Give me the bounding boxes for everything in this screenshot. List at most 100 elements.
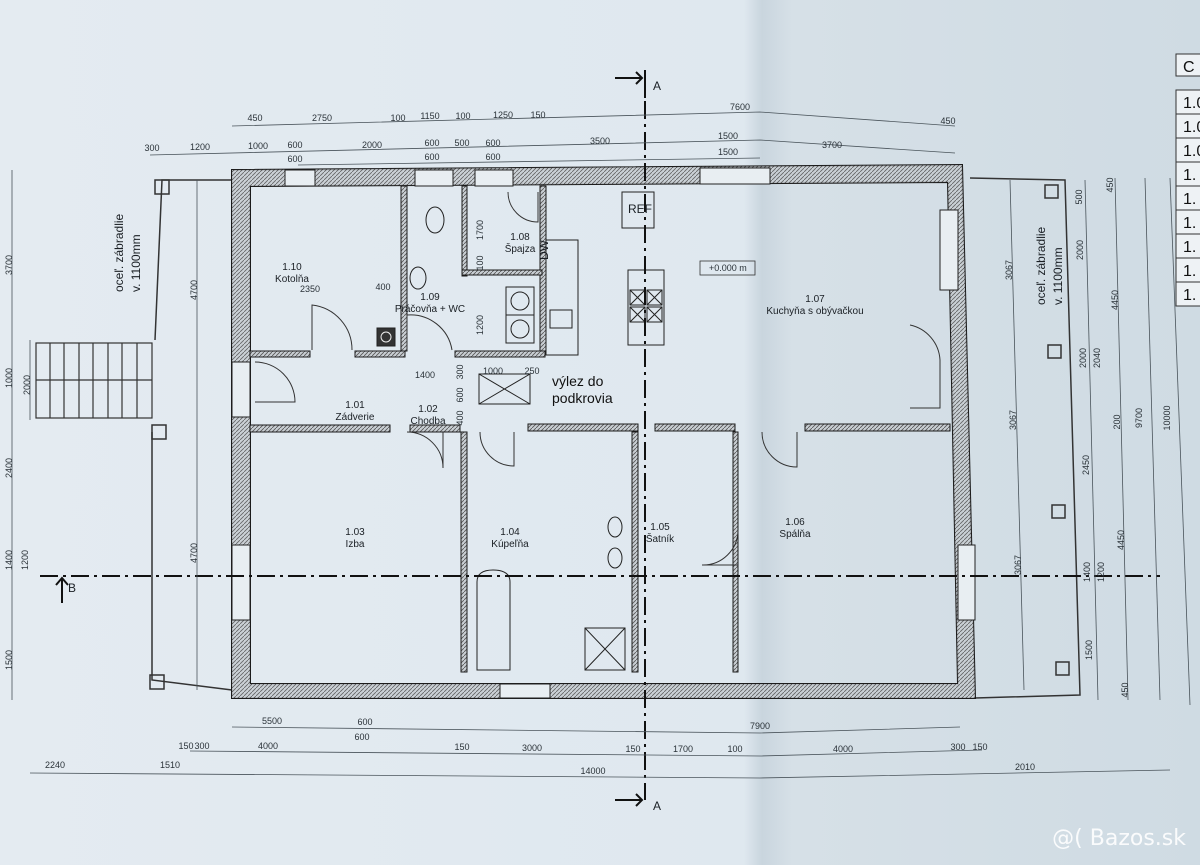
left-terrace (149, 179, 233, 691)
dimension-label-top: 600 (424, 152, 439, 162)
dimension-label-bottom: 150 (178, 741, 193, 751)
room-name: Kúpeľňa (491, 539, 529, 550)
dimension-label-right: 1200 (1096, 562, 1106, 582)
section-a-bottom: A (653, 799, 661, 813)
dimension-label-bottom: 300 (194, 741, 209, 751)
dimension-label-interior: 1000 (483, 366, 503, 376)
legend-cell (1175, 257, 1200, 283)
dimension-label-top: 500 (454, 138, 469, 148)
dimension-label-left: 4700 (189, 543, 199, 563)
legend-cell-text: C (1183, 59, 1195, 76)
dimension-label-left: 1200 (20, 550, 30, 570)
refrigerator-label: REF (628, 202, 652, 216)
dimension-label-bottom: 14000 (580, 766, 605, 776)
dimension-label-interior: 600 (455, 387, 465, 402)
dimension-label-interior: 300 (455, 364, 465, 379)
railing-label-right-2: v. 1100mm (1051, 247, 1065, 305)
room-number: 1.09 (420, 292, 440, 303)
room-number: 1.10 (282, 262, 302, 273)
dimension-label-bottom: 150 (454, 742, 469, 752)
room-name: Špajza (505, 242, 536, 255)
dimension-label-bottom: 150 (972, 742, 987, 752)
kitchen-counter (545, 239, 579, 356)
dishwasher-label: DW (537, 239, 551, 260)
level-label: +0.000 m (709, 263, 747, 273)
dimension-label-top: 1500 (718, 147, 738, 157)
toilet-icon (425, 206, 445, 234)
double-sink-icon (607, 516, 623, 538)
attic-access-label: výlez do (552, 373, 604, 389)
legend-cell-text: 1. (1183, 191, 1196, 208)
dimension-label-bottom: 150 (625, 744, 640, 754)
dimension-label-interior: 1200 (475, 315, 485, 335)
dimension-label-bottom: 100 (727, 744, 742, 754)
washbasin-icon (409, 266, 427, 290)
dimension-label-left: 2000 (22, 375, 32, 395)
dimension-label-top: 600 (287, 140, 302, 150)
legend-table: C1.01.01.01.1.1.1.1.1. (1175, 53, 1200, 307)
room-name: Šatník (646, 532, 675, 545)
legend-cell-text: 1. (1183, 263, 1196, 280)
legend-cell-text: 1.0 (1183, 143, 1200, 160)
dimension-label-bottom: 1510 (160, 760, 180, 770)
dimension-label-interior: 1700 (475, 220, 485, 240)
legend-cell (1175, 161, 1200, 187)
dimension-label-right: 2450 (1081, 455, 1091, 475)
dimension-label-right: 1500 (1084, 640, 1094, 660)
dimension-label-top: 1150 (420, 111, 439, 121)
dimension-label-bottom: 2010 (1015, 762, 1035, 772)
refrigerator-box (621, 191, 655, 229)
room-number: 1.07 (805, 294, 825, 305)
legend-cell (1175, 185, 1200, 211)
room-name: Zádverie (336, 412, 375, 423)
legend-cell (1175, 53, 1200, 77)
dimension-label-top: 450 (247, 113, 262, 123)
dimension-label-bottom: 600 (354, 732, 369, 742)
dimension-label-right: 200 (1112, 414, 1122, 429)
attic-hatch-icon (478, 373, 531, 405)
dimension-label-left: 1000 (4, 368, 14, 388)
dimension-label-right: 1400 (1082, 562, 1092, 582)
dimension-label-top: 1200 (190, 142, 210, 152)
boiler-chimney-icon (376, 327, 396, 347)
legend-cell (1175, 113, 1200, 139)
section-lines (40, 70, 1160, 807)
cooktop-icon (629, 289, 663, 323)
dimension-label-bottom: 4000 (833, 744, 853, 754)
dimension-label-right: 10000 (1162, 405, 1172, 430)
dimension-label-interior: 2350 (300, 284, 320, 294)
dimension-label-top: 1500 (718, 131, 738, 141)
dimension-label-top: 600 (485, 152, 500, 162)
section-a-top: A (653, 79, 661, 93)
dimension-label-top: 3500 (590, 136, 610, 146)
dimension-label-top: 600 (287, 154, 302, 164)
dimension-label-left: 1400 (4, 550, 14, 570)
dimension-label-top: 600 (485, 138, 500, 148)
dimension-label-left: 1500 (4, 650, 14, 670)
dimension-label-interior: 250 (524, 366, 539, 376)
room-name: Kuchyňa s obývačkou (766, 306, 863, 317)
dimension-label-interior: 100 (475, 255, 485, 270)
right-terrace (969, 177, 1081, 699)
dimension-label-left: 4700 (189, 280, 199, 300)
dryer-icon (505, 314, 535, 344)
dimension-label-top: 1250 (493, 110, 513, 120)
fixtures (254, 191, 941, 671)
room-number: 1.01 (345, 400, 365, 411)
dimension-label-right: 4450 (1116, 530, 1126, 550)
legend-cell-text: 1. (1183, 287, 1196, 304)
room-name: Spálňa (779, 529, 811, 540)
legend-cell (1175, 281, 1200, 307)
dimension-label-right: 3067 (1008, 410, 1018, 430)
dimension-label-right: 450 (1120, 682, 1130, 697)
dimension-label-top: 100 (390, 113, 405, 123)
dimension-label-bottom: 4000 (258, 741, 278, 751)
legend-cell-text: 1. (1183, 239, 1196, 256)
